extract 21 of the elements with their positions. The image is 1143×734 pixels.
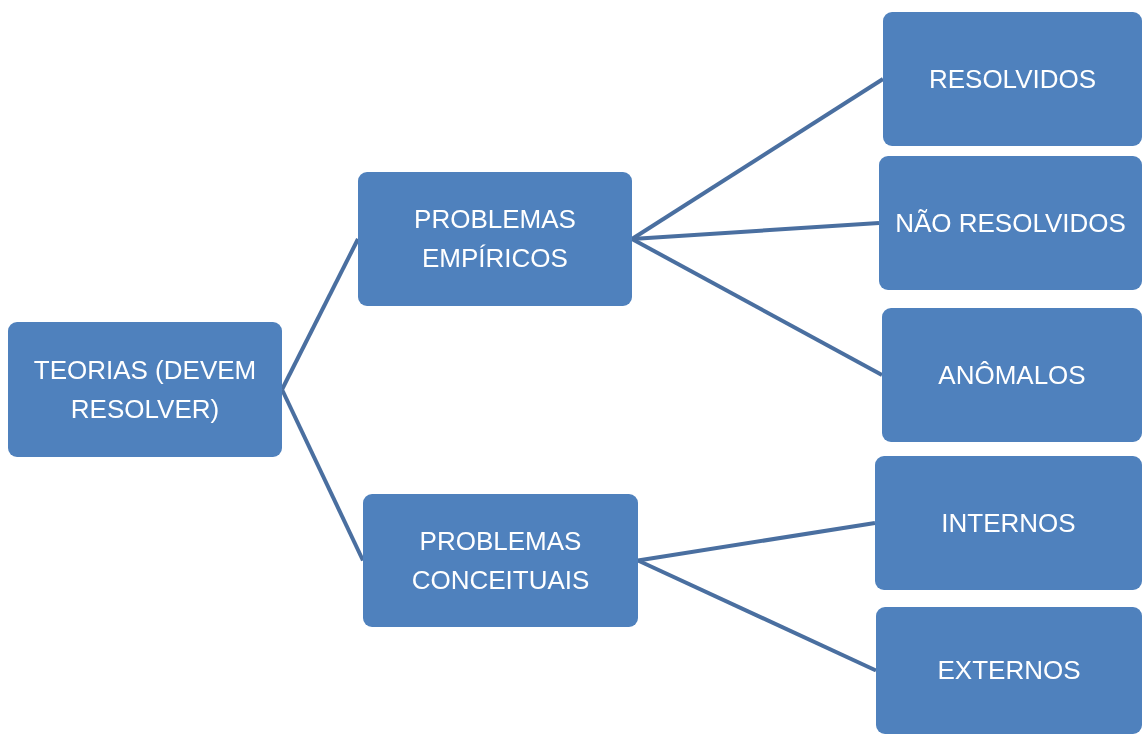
process-box	[363, 494, 638, 627]
process-box	[8, 322, 282, 457]
connector-line	[637, 521, 876, 563]
box-label: INTERNOS	[941, 506, 1076, 540]
process-box	[882, 308, 1142, 442]
box-label: TEORIAS (DEVEM RESOLVER)	[32, 353, 258, 426]
box-label: PROBLEMAS CONCEITUAIS	[410, 524, 591, 597]
connector-line	[631, 237, 883, 377]
box-label: NÃO RESOLVIDOS	[895, 206, 1126, 240]
box-label: PROBLEMAS EMPÍRICOS	[413, 203, 577, 275]
box-label: ANÔMALOS	[938, 358, 1086, 392]
process-box	[883, 12, 1142, 146]
connector-line	[637, 558, 877, 673]
process-box	[358, 172, 632, 306]
box-label: RESOLVIDOS	[928, 62, 1097, 96]
process-box	[879, 156, 1142, 290]
process-box	[876, 607, 1142, 734]
box-label: EXTERNOS	[937, 654, 1081, 687]
process-box	[875, 456, 1142, 590]
connector-line	[280, 238, 360, 391]
connector-line	[280, 388, 365, 562]
